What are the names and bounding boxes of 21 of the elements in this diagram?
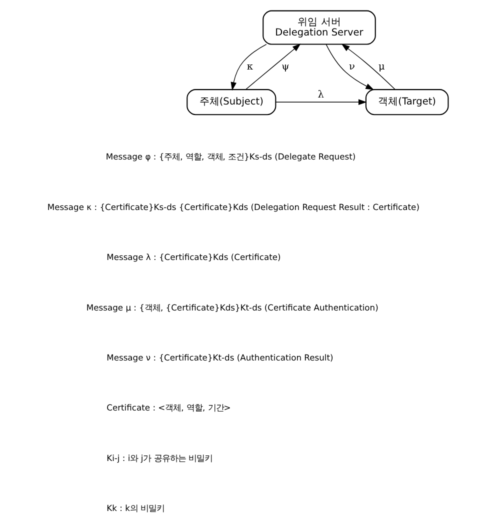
edge-label: κ bbox=[246, 61, 252, 72]
label: Message φ : {주체, 역할, 객체, 조건}Ks-ds (Delegate Request) bbox=[105, 152, 356, 162]
edge-label: μ bbox=[378, 61, 384, 72]
arrow bbox=[325, 44, 374, 90]
label: Message κ : {Certificate}Ks-ds {Certificate}Kds (Delegation Request Result : Certificate) bbox=[46, 202, 419, 212]
arrow bbox=[244, 44, 300, 90]
label: Kk : k의 비밀키 bbox=[106, 503, 164, 514]
label: Ki-j : i와 j가 공유하는 비밀키 bbox=[106, 452, 212, 463]
node-box: 주체(Subject) bbox=[186, 89, 276, 116]
node-box: 객체(Target) bbox=[364, 89, 448, 116]
edge-label: ν bbox=[348, 61, 354, 72]
node-box: 위임 서버 Delegation Server bbox=[262, 10, 376, 45]
label: Message λ : {Certificate}Kds (Certificate) bbox=[106, 252, 280, 262]
edge-label: ψ bbox=[281, 61, 289, 72]
edge-label: λ bbox=[317, 89, 324, 100]
arrow bbox=[230, 44, 266, 91]
label: Certificate : <객체, 역할, 기간> bbox=[106, 402, 230, 413]
label: Message ν : {Certificate}Kt-ds (Authentication Result) bbox=[106, 352, 333, 362]
arrow bbox=[340, 44, 395, 90]
arrow bbox=[274, 99, 366, 106]
label: Message μ : {객체, {Certificate}Kds}Kt-ds (Certificate Authentication) bbox=[86, 302, 378, 312]
